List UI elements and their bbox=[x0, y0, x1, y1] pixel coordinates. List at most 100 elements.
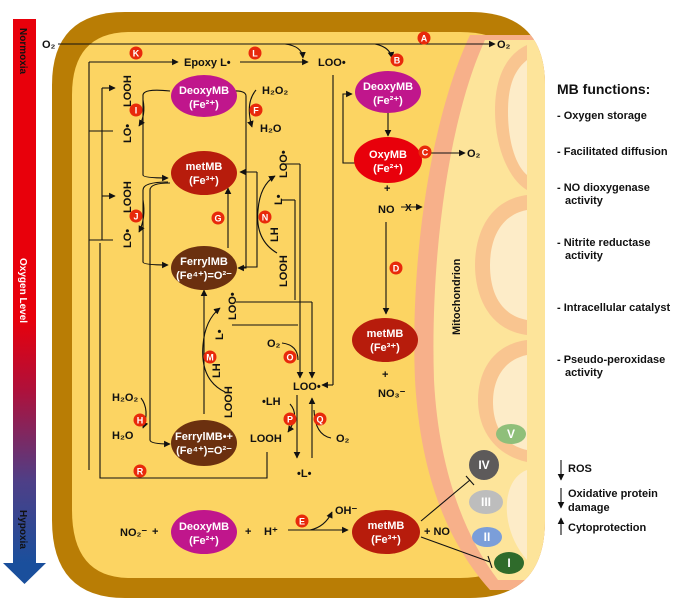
mb-function-text: - Facilitated diffusion bbox=[557, 146, 668, 158]
svg-text:DeoxyMB: DeoxyMB bbox=[363, 81, 413, 93]
svg-text:metMB: metMB bbox=[368, 520, 405, 532]
chemical-labels: O₂ O₂ O₂ Epoxy L• LOO• LOOH LO• H₂O₂ H₂O… bbox=[42, 39, 511, 539]
svg-text:OxyMB: OxyMB bbox=[369, 149, 407, 161]
badge-letter: C bbox=[422, 147, 429, 157]
svg-text:III: III bbox=[481, 495, 491, 509]
svg-text:metMB: metMB bbox=[367, 328, 404, 340]
label-plus-met: + bbox=[382, 369, 388, 381]
reaction-badge-b: B bbox=[390, 53, 404, 67]
label-looh-m: LOOH bbox=[223, 386, 235, 418]
badge-circle bbox=[129, 209, 143, 223]
label-l-pq: •L• bbox=[297, 468, 312, 480]
badge-letter: R bbox=[137, 466, 144, 476]
badge-letter: F bbox=[253, 105, 259, 115]
species-ferrylmb: FerrylMB (Fe⁴⁺)=O²⁻ bbox=[171, 246, 237, 290]
label-loo-top: LOO• bbox=[318, 57, 346, 69]
svg-text:V: V bbox=[507, 427, 515, 441]
label-loo-center: LOO• bbox=[293, 381, 321, 393]
svg-text:I: I bbox=[507, 556, 510, 570]
mb-function-text: - Intracellular catalyst bbox=[557, 302, 670, 314]
svg-text:(Fe⁴⁺)=O²⁻: (Fe⁴⁺)=O²⁻ bbox=[176, 445, 232, 457]
label-l-n: L• bbox=[273, 194, 285, 205]
svg-text:(Fe²⁺): (Fe²⁺) bbox=[373, 95, 403, 107]
reaction-badge-m: M bbox=[203, 350, 217, 364]
svg-text:(Fe²⁺): (Fe²⁺) bbox=[189, 535, 219, 547]
label-plus-1: + bbox=[152, 526, 158, 538]
badge-letter: K bbox=[133, 48, 140, 58]
svg-text:(Fe²⁺): (Fe²⁺) bbox=[189, 99, 219, 111]
complex-i: I bbox=[494, 552, 524, 574]
label-looh-i: LOOH bbox=[122, 75, 134, 107]
badge-letter: I bbox=[135, 105, 138, 115]
label-lh-p: •LH bbox=[262, 396, 281, 408]
badge-letter: N bbox=[262, 212, 269, 222]
reaction-badge-i: I bbox=[129, 103, 143, 117]
mb-function-item: - Intracellular catalyst bbox=[557, 302, 670, 314]
label-no3: NO₃⁻ bbox=[378, 388, 406, 400]
badge-circle bbox=[389, 261, 403, 275]
label-plus-2: + bbox=[245, 526, 251, 538]
reaction-badge-c: C bbox=[418, 145, 432, 159]
species-metmb-center: metMB (Fe³⁺) bbox=[171, 151, 237, 195]
label-oh: OH⁻ bbox=[335, 505, 358, 517]
badge-circle bbox=[133, 464, 147, 478]
label-h2o2-f: H₂O₂ bbox=[262, 85, 288, 97]
species-metmb-bottom: metMB (Fe³⁺) bbox=[352, 510, 420, 554]
label-l-m: L• bbox=[214, 329, 226, 340]
badge-circle bbox=[283, 412, 297, 426]
mb-function-text: - NO dioxygenase bbox=[557, 182, 650, 194]
oxygen-level-axis: Normoxia Oxygen Level Hypoxia bbox=[3, 19, 46, 584]
effect-down: ROS bbox=[568, 463, 592, 475]
reaction-badge-r: R bbox=[133, 464, 147, 478]
complex-iii: III bbox=[469, 490, 503, 514]
normoxia-label: Normoxia bbox=[17, 28, 28, 75]
label-o2-right: O₂ bbox=[497, 39, 511, 51]
svg-text:(Fe³⁺): (Fe³⁺) bbox=[189, 175, 219, 187]
label-lh-n: LH bbox=[269, 227, 281, 242]
svg-text:FerrylMB•+: FerrylMB•+ bbox=[175, 431, 233, 443]
badge-letter: D bbox=[393, 263, 400, 273]
hypoxia-label: Hypoxia bbox=[17, 510, 28, 549]
species-deoxymb-bottom: DeoxyMB (Fe²⁺) bbox=[171, 510, 237, 554]
badge-circle bbox=[133, 413, 147, 427]
badge-circle bbox=[313, 412, 327, 426]
species-oxymb: OxyMB (Fe²⁺) bbox=[354, 137, 422, 183]
label-looh-j: LOOH bbox=[122, 181, 134, 213]
badge-circle bbox=[249, 103, 263, 117]
mb-function-text: activity bbox=[565, 195, 604, 207]
complex-v: V bbox=[496, 424, 526, 444]
badge-circle bbox=[390, 53, 404, 67]
badge-letter: O bbox=[286, 352, 293, 362]
svg-text:(Fe⁴⁺)=O²⁻: (Fe⁴⁺)=O²⁻ bbox=[176, 270, 232, 282]
label-loo-m: LOO• bbox=[227, 292, 239, 320]
badge-circle bbox=[129, 103, 143, 117]
species-ferrylmb-radical: FerrylMB•+ (Fe⁴⁺)=O²⁻ bbox=[171, 420, 237, 466]
mb-function-text: activity bbox=[565, 367, 604, 379]
svg-text:(Fe²⁺): (Fe²⁺) bbox=[373, 163, 403, 175]
label-lo-i: LO• bbox=[122, 124, 134, 143]
badge-circle bbox=[248, 46, 262, 60]
reaction-badge-a: A bbox=[417, 31, 431, 45]
badge-letter: P bbox=[287, 414, 293, 424]
mb-function-text: - Pseudo-peroxidase bbox=[557, 354, 665, 366]
reaction-badge-h: H bbox=[133, 413, 147, 427]
effect-up: Cytoprotection bbox=[568, 522, 647, 534]
badge-letter: E bbox=[299, 516, 305, 526]
reaction-badge-j: J bbox=[129, 209, 143, 223]
badge-circle bbox=[295, 514, 309, 528]
badge-circle bbox=[418, 145, 432, 159]
svg-text:II: II bbox=[484, 530, 491, 544]
svg-text:FerrylMB: FerrylMB bbox=[180, 256, 228, 268]
badge-letter: H bbox=[137, 415, 144, 425]
badge-letter: J bbox=[133, 211, 138, 221]
label-no2: NO₂⁻ bbox=[120, 527, 147, 539]
badge-letter: M bbox=[206, 352, 214, 362]
badge-circle bbox=[258, 210, 272, 224]
reaction-badge-d: D bbox=[389, 261, 403, 275]
svg-text:metMB: metMB bbox=[186, 161, 223, 173]
badge-circle bbox=[203, 350, 217, 364]
label-lh-m: LH bbox=[211, 363, 223, 378]
